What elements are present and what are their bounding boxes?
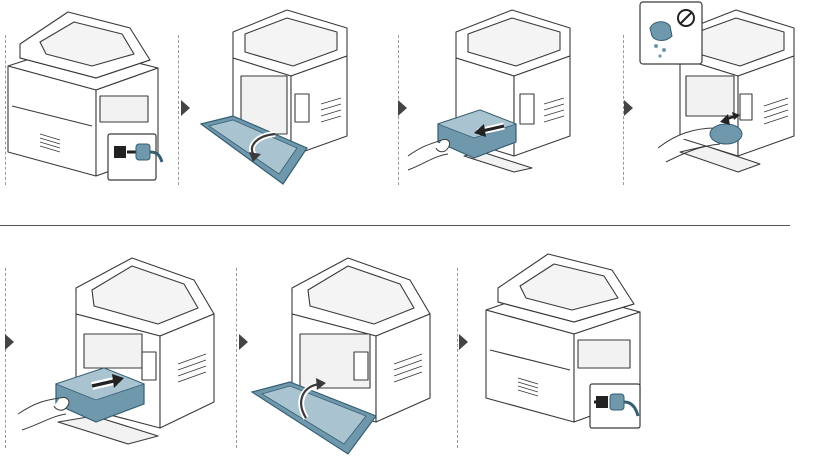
next-step-arrow-icon bbox=[624, 100, 633, 116]
separator bbox=[5, 268, 6, 448]
step-6-close-front-cover bbox=[250, 252, 450, 457]
step-4-wipe-inside bbox=[636, 1, 826, 190]
wipe-inside-with-dry-cloth-icon bbox=[639, 1, 795, 173]
no-water-icon bbox=[677, 9, 695, 27]
step-2-open-front-cover bbox=[195, 6, 375, 191]
separator bbox=[5, 35, 6, 185]
step-3-remove-toner-cartridge bbox=[407, 6, 603, 191]
open-front-cover-icon bbox=[199, 9, 348, 185]
steps-row-2 bbox=[0, 228, 828, 457]
separator bbox=[623, 35, 624, 185]
unplug-power-cord-icon bbox=[7, 11, 164, 181]
separator bbox=[457, 268, 458, 448]
row-divider bbox=[0, 225, 790, 226]
steps-row-1 bbox=[0, 0, 828, 220]
next-step-arrow-icon bbox=[239, 334, 248, 350]
separator bbox=[236, 268, 237, 448]
step-5-insert-toner-cartridge bbox=[17, 252, 218, 452]
step-7-plug-in-power-cord bbox=[478, 246, 648, 436]
plug-in-power-cord-icon bbox=[485, 253, 641, 429]
remove-toner-cartridge-icon bbox=[407, 9, 571, 173]
next-step-arrow-icon bbox=[459, 334, 468, 350]
next-step-arrow-icon bbox=[398, 100, 407, 116]
separator bbox=[178, 35, 179, 185]
insert-toner-cartridge-icon bbox=[17, 257, 215, 445]
next-step-arrow-icon bbox=[5, 334, 14, 350]
next-step-arrow-icon bbox=[181, 100, 190, 116]
step-1-unplug-power-cord bbox=[0, 6, 170, 186]
close-front-cover-icon bbox=[250, 257, 431, 455]
